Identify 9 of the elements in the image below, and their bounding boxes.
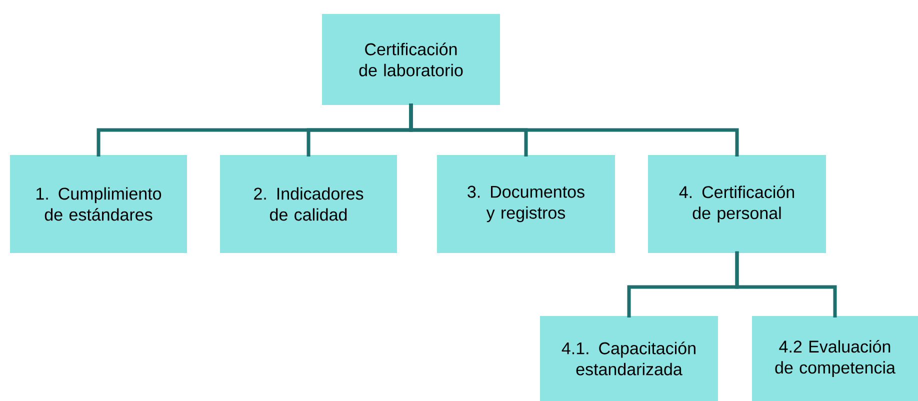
process-box: Certificación de laboratorio <box>322 14 500 105</box>
process-box: 2. Indicadores de calidad <box>220 155 397 253</box>
process-box: 4.2 Evaluación de competencia <box>752 316 918 401</box>
process-box: 1. Cumplimiento de estándares <box>10 155 188 253</box>
process-box: 3. Documentos y registros <box>437 155 615 253</box>
connector-line <box>735 251 837 318</box>
process-box: 4.1. Capacitación estandarizada <box>540 316 718 401</box>
process-box: 4. Certificación de personal <box>648 155 826 253</box>
connector-line <box>409 103 739 157</box>
